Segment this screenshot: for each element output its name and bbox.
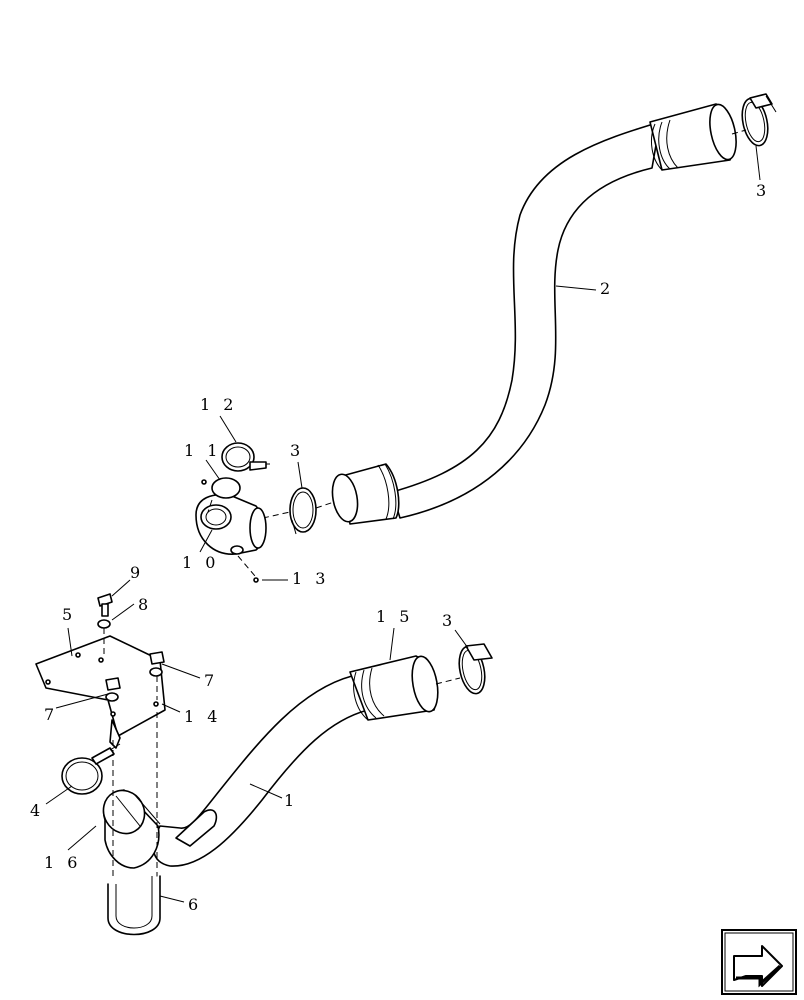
callout-13: 1 3 bbox=[292, 569, 329, 588]
callout-10: 1 0 bbox=[182, 553, 219, 572]
clamp-part-3-middle bbox=[289, 487, 317, 535]
tube-part-1 bbox=[102, 655, 439, 869]
callout-6: 6 bbox=[188, 895, 202, 914]
elbow-part-10 bbox=[195, 494, 267, 555]
clamp-part-3-upper bbox=[741, 93, 777, 147]
callout-4: 4 bbox=[30, 801, 44, 820]
callout-14: 1 4 bbox=[184, 707, 221, 726]
callout-3-lower: 3 bbox=[442, 611, 456, 630]
washer-part-8 bbox=[97, 619, 111, 629]
callout-7-left: 7 bbox=[44, 705, 58, 724]
gasket-part-11 bbox=[201, 477, 241, 499]
nut-part-7-right bbox=[149, 651, 165, 677]
callout-11: 1 1 bbox=[184, 441, 221, 460]
nut-part-7-left bbox=[105, 677, 121, 702]
next-page-arrow-icon[interactable] bbox=[721, 929, 797, 995]
callout-3-upper: 3 bbox=[756, 181, 770, 200]
callout-7-right: 7 bbox=[204, 671, 218, 690]
clamp-part-12 bbox=[221, 442, 270, 472]
callout-12: 1 2 bbox=[200, 395, 237, 414]
callout-16: 1 6 bbox=[44, 853, 81, 872]
plug-part-13 bbox=[253, 577, 259, 583]
tube-part-2 bbox=[331, 103, 737, 525]
clamp-part-4 bbox=[61, 743, 121, 795]
u-bolt-part-6 bbox=[107, 875, 161, 936]
callout-3-middle: 3 bbox=[290, 441, 304, 460]
leader-lines bbox=[45, 145, 761, 903]
callout-9: 9 bbox=[130, 563, 144, 582]
bolt-part-9 bbox=[97, 593, 113, 617]
callout-5: 5 bbox=[62, 605, 76, 624]
callout-8: 8 bbox=[138, 595, 152, 614]
clamp-part-3-lower bbox=[458, 643, 493, 695]
callout-labels: 1 2 3 3 3 4 5 6 7 7 8 9 1 0 1 1 1 2 1 3 … bbox=[30, 181, 770, 914]
callout-2: 2 bbox=[600, 279, 614, 298]
callout-1: 1 bbox=[284, 791, 298, 810]
callout-15: 1 5 bbox=[376, 607, 413, 626]
bracket-part-5 bbox=[35, 635, 166, 749]
